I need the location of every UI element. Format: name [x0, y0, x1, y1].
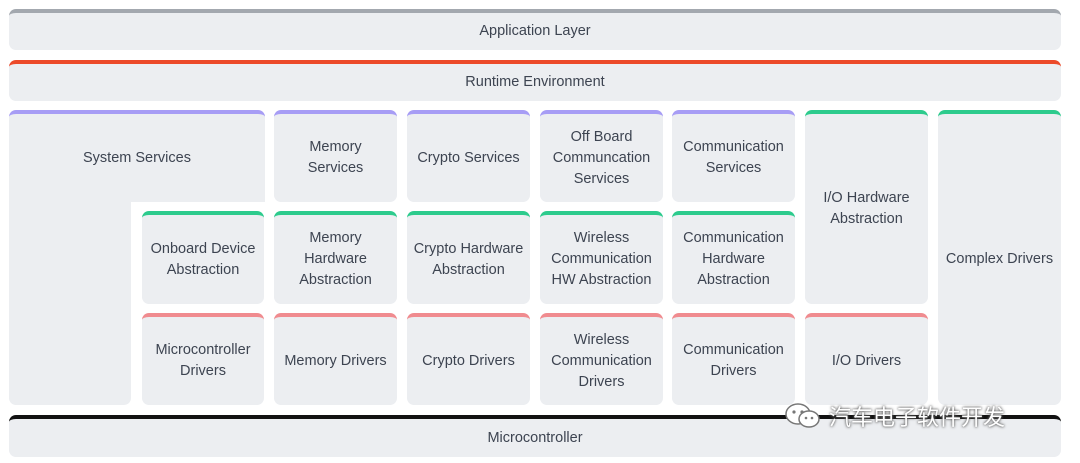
io-hardware-abstraction-label: I/O Hardware Abstraction — [823, 190, 910, 227]
memory-services-label: Memory Services — [307, 139, 364, 176]
watermark-text: 汽车电子软件开发 — [829, 405, 1006, 430]
system-services-column — [9, 201, 131, 405]
system-services-label: System Services — [83, 150, 191, 166]
runtime-environment: Runtime Environment — [9, 60, 1061, 101]
wireless-communication-drivers: Wireless Communication Drivers — [540, 313, 663, 405]
memory-services: Memory Services — [274, 110, 397, 202]
memory-hardware-abstraction: Memory Hardware Abstraction — [274, 211, 397, 304]
crypto-services: Crypto Services — [407, 110, 530, 202]
crypto-drivers: Crypto Drivers — [407, 313, 530, 405]
io-drivers: I/O Drivers — [805, 313, 928, 405]
complex-drivers: Complex Drivers — [938, 110, 1061, 405]
communication-services-label: Communication Services — [683, 139, 784, 176]
system-services-top: System Services — [9, 110, 265, 202]
onboard-device-abstraction-label: Onboard Device Abstraction — [150, 240, 256, 278]
crypto-services-label: Crypto Services — [417, 149, 520, 166]
application-layer: Application Layer — [9, 9, 1061, 50]
wireless-communication-hw-abstraction-label: Wireless Communication HW Abstraction — [551, 230, 652, 288]
microcontroller-drivers: Microcontroller Drivers — [142, 313, 264, 405]
communication-services: Communication Services — [672, 110, 795, 202]
microcontroller-drivers-label: Microcontroller Drivers — [155, 342, 251, 379]
offboard-communication-services-label: Off Board Communcation Services — [552, 128, 651, 187]
microcontroller-layer-label: Microcontroller — [487, 429, 583, 446]
watermark: 汽车电子软件开发 — [783, 400, 1005, 432]
memory-drivers: Memory Drivers — [274, 313, 397, 405]
wechat-icon — [785, 403, 820, 428]
crypto-hardware-abstraction-label: Crypto Hardware Abstraction — [413, 240, 524, 278]
system-services-block: System Services — [9, 110, 265, 405]
memory-hardware-abstraction-label: Memory Hardware Abstraction — [299, 230, 372, 288]
io-drivers-label: I/O Drivers — [831, 352, 902, 369]
offboard-communication-services: Off Board Communcation Services — [540, 110, 663, 202]
crypto-drivers-label: Crypto Drivers — [422, 352, 515, 369]
crypto-hardware-abstraction: Crypto Hardware Abstraction — [407, 211, 530, 304]
application-layer-label: Application Layer — [479, 23, 591, 39]
microcontroller-layer: Microcontroller — [9, 415, 1061, 457]
complex-drivers-label: Complex Drivers — [945, 251, 1054, 267]
communication-drivers-label: Communication Drivers — [683, 342, 784, 379]
communication-hardware-abstraction-label: Communication Hardware Abstraction — [683, 230, 784, 288]
runtime-environment-label: Runtime Environment — [465, 74, 605, 90]
memory-drivers-label: Memory Drivers — [284, 352, 387, 369]
onboard-device-abstraction: Onboard Device Abstraction — [142, 211, 264, 304]
io-hardware-abstraction: I/O Hardware Abstraction — [805, 110, 928, 304]
communication-hardware-abstraction: Communication Hardware Abstraction — [672, 211, 795, 304]
wireless-communication-hw-abstraction: Wireless Communication HW Abstraction — [540, 211, 663, 304]
communication-drivers: Communication Drivers — [672, 313, 795, 405]
wireless-communication-drivers-label: Wireless Communication Drivers — [551, 331, 652, 390]
